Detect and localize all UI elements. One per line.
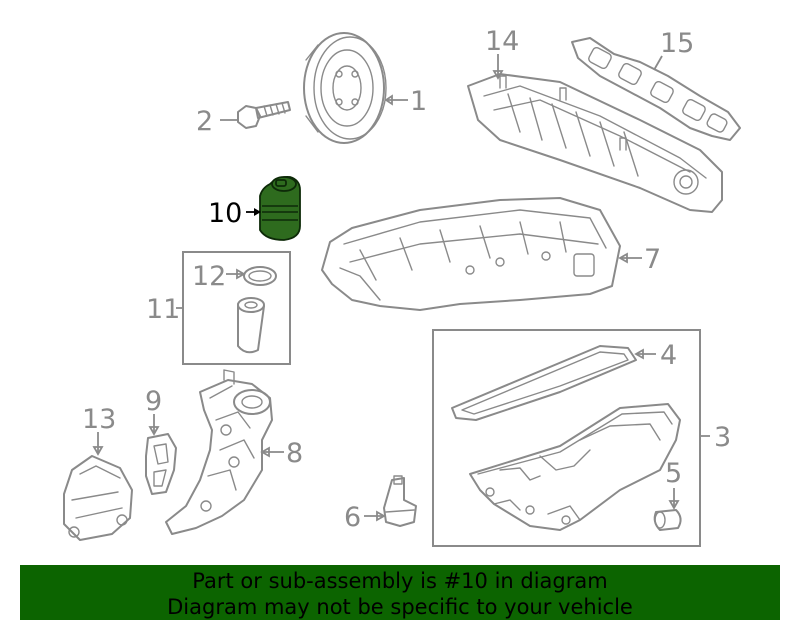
callout-1: 1 — [410, 86, 427, 117]
callout-11: 11 — [146, 294, 180, 325]
banner-line-2: Diagram may not be specific to your vehi… — [167, 595, 633, 619]
pulley-part-1[interactable] — [303, 32, 387, 144]
pan-gasket-part-4[interactable] — [451, 345, 637, 421]
callout-9: 9 — [145, 386, 162, 417]
parts-diagram: 1 2 14 15 10 — [63, 26, 741, 547]
callout-8: 8 — [286, 438, 303, 469]
callout-15: 15 — [660, 28, 694, 59]
drain-plug-part-5[interactable] — [653, 509, 682, 531]
filter-bracket-part-8[interactable] — [165, 369, 273, 535]
callout-2: 2 — [196, 106, 213, 137]
o-ring-part-12[interactable] — [243, 266, 277, 286]
callout-12: 12 — [192, 261, 226, 292]
callout-13: 13 — [82, 404, 116, 435]
intake-manifold-part-14[interactable] — [467, 73, 723, 213]
part-info-banner: Part or sub-assembly is #10 in diagram D… — [20, 565, 780, 620]
oil-pan-kit-box — [432, 329, 701, 547]
callout-14: 14 — [485, 26, 519, 57]
filter-element-part-11[interactable] — [237, 297, 265, 354]
module-part-13[interactable] — [63, 455, 133, 541]
bolt-part-2[interactable] — [237, 101, 291, 129]
oil-pan-part-3[interactable] — [469, 403, 681, 531]
callout-6: 6 — [344, 502, 361, 533]
lower-housing-part-7[interactable] — [321, 197, 621, 311]
bracket-gasket-part-9[interactable] — [145, 433, 177, 495]
gasket-part-15[interactable] — [571, 37, 741, 141]
callout-5: 5 — [665, 458, 682, 489]
banner-line-1: Part or sub-assembly is #10 in diagram — [192, 569, 608, 593]
sensor-part-6[interactable] — [383, 475, 417, 527]
callout-4: 4 — [660, 340, 677, 371]
oil-filter-housing-part-10[interactable] — [259, 175, 301, 241]
callout-10: 10 — [208, 198, 242, 229]
callout-7: 7 — [644, 244, 661, 275]
callout-3: 3 — [714, 422, 731, 453]
